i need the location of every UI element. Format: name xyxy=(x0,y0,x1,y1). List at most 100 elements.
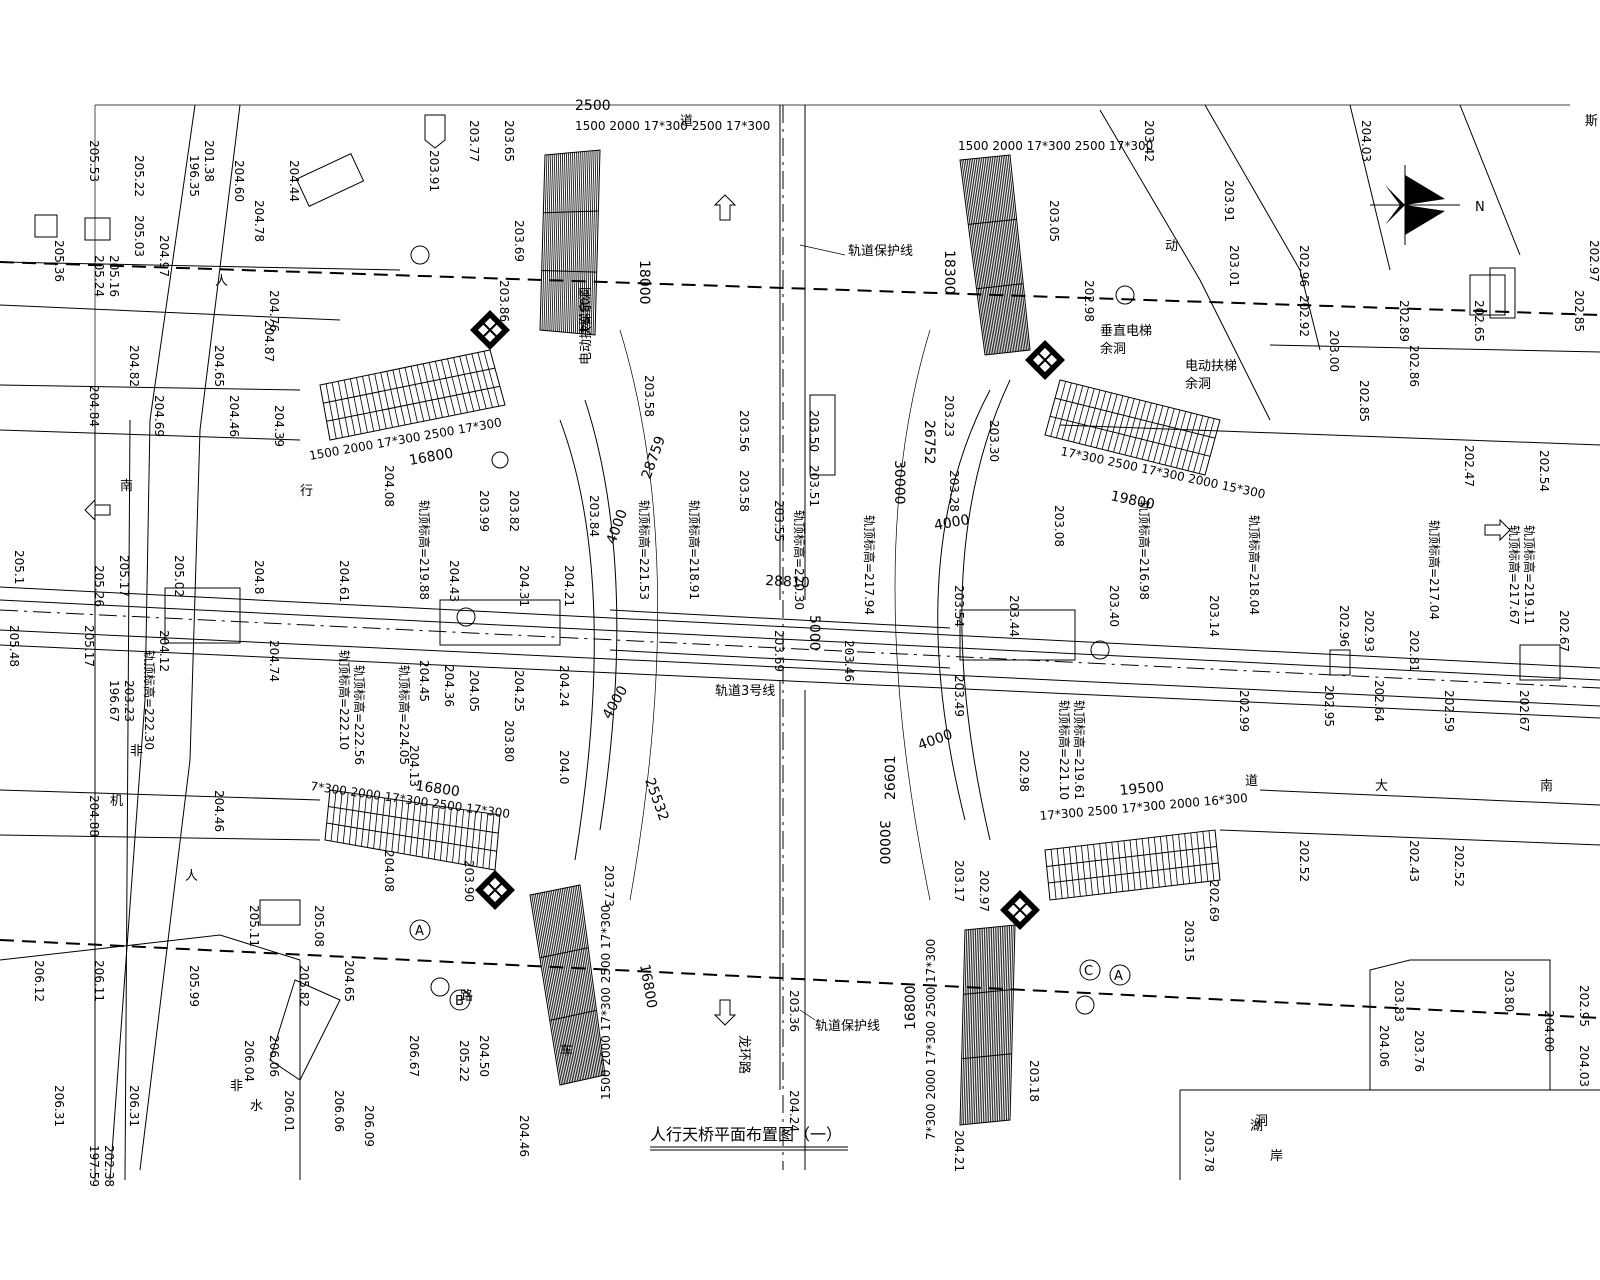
svg-text:201.38: 201.38 xyxy=(202,140,216,182)
escalator-step xyxy=(998,926,1005,1122)
svg-text:204.12: 204.12 xyxy=(157,630,171,672)
escalator-step xyxy=(554,889,583,1081)
escalator-step xyxy=(580,151,587,334)
escalator-step xyxy=(561,153,568,332)
escalator-step xyxy=(1056,848,1063,899)
svg-text:4000: 4000 xyxy=(916,727,955,754)
svg-text:202.99: 202.99 xyxy=(1237,690,1251,732)
escalator-step xyxy=(543,892,574,1083)
escalator-step xyxy=(349,378,362,434)
escalator-step xyxy=(1000,925,1007,1121)
svg-text:202.54: 202.54 xyxy=(1537,450,1551,492)
escalator-step xyxy=(1078,388,1095,444)
svg-text:7*300 2000 17*300 2500 17*300: 7*300 2000 17*300 2500 17*300 xyxy=(924,939,938,1140)
svg-text:203.69: 203.69 xyxy=(772,630,786,672)
svg-text:203.91: 203.91 xyxy=(427,150,441,192)
svg-text:机: 机 xyxy=(110,794,123,809)
svg-text:202.97: 202.97 xyxy=(977,870,991,912)
svg-text:18300: 18300 xyxy=(941,250,957,295)
svg-text:轨顶标高=217.04: 轨顶标高=217.04 xyxy=(1427,520,1442,620)
escalator-step xyxy=(966,929,973,1125)
escalator-step xyxy=(545,154,552,331)
svg-text:203.15: 203.15 xyxy=(1182,920,1196,962)
svg-text:206.31: 206.31 xyxy=(52,1085,66,1127)
escalator-bottom-left-horizontal xyxy=(324,789,501,871)
svg-text:203.08: 203.08 xyxy=(1052,505,1066,547)
svg-text:204.60: 204.60 xyxy=(232,160,246,202)
svg-text:204.13: 204.13 xyxy=(407,745,421,787)
escalator-rail xyxy=(543,210,599,214)
svg-text:204.21: 204.21 xyxy=(952,1130,966,1172)
escalator-step xyxy=(961,159,988,355)
escalator-step xyxy=(1105,842,1112,893)
svg-text:203.58: 203.58 xyxy=(737,470,751,512)
svg-text:16800: 16800 xyxy=(903,985,919,1030)
svg-text:轨顶标高=221.53: 轨顶标高=221.53 xyxy=(637,500,652,600)
svg-text:203.73: 203.73 xyxy=(602,865,616,907)
svg-text:行: 行 xyxy=(300,484,313,499)
escalator-step xyxy=(973,928,980,1124)
svg-text:202.52: 202.52 xyxy=(1452,845,1466,887)
svg-text:人: 人 xyxy=(185,869,198,884)
escalator-step xyxy=(547,154,554,331)
svg-text:206.31: 206.31 xyxy=(127,1085,141,1127)
escalator-step xyxy=(368,374,381,431)
svg-text:204.97: 204.97 xyxy=(157,235,171,277)
svg-text:203.80: 203.80 xyxy=(1502,970,1516,1012)
svg-text:205.53: 205.53 xyxy=(87,140,101,182)
spot-elevations: 203.77 203.65 203.91 203.69 203.86 203.7… xyxy=(7,120,1600,1187)
escalator-step xyxy=(567,152,573,333)
escalator-step xyxy=(963,929,969,1125)
escalator-step xyxy=(1087,844,1093,896)
escalator-step xyxy=(1107,395,1124,451)
svg-text:205.11: 205.11 xyxy=(247,905,261,947)
escalator-step xyxy=(551,153,558,332)
svg-text:205.16: 205.16 xyxy=(107,255,121,297)
escalator-step xyxy=(995,926,1002,1122)
escalator-rail xyxy=(1046,846,1217,867)
escalator-step xyxy=(1129,839,1136,891)
svg-text:203.28: 203.28 xyxy=(947,470,961,512)
escalator-step xyxy=(1002,155,1024,351)
escalator-step xyxy=(1000,155,1023,351)
escalator-step xyxy=(569,152,575,333)
escalator-step xyxy=(977,928,984,1124)
svg-text:206.11: 206.11 xyxy=(92,960,106,1002)
svg-text:196.67: 196.67 xyxy=(107,680,121,722)
svg-text:龙环路: 龙环路 xyxy=(736,1035,752,1074)
escalator-step xyxy=(342,792,349,844)
svg-text:203.55: 203.55 xyxy=(772,500,786,542)
escalator-step xyxy=(991,926,998,1122)
escalator-step xyxy=(1006,155,1028,351)
svg-text:205.26: 205.26 xyxy=(92,565,106,607)
escalator-step xyxy=(1006,925,1012,1121)
svg-text:204.82: 204.82 xyxy=(127,345,141,387)
svg-text:203.77: 203.77 xyxy=(467,120,481,162)
svg-text:206.06: 206.06 xyxy=(332,1090,346,1132)
svg-text:轨顶标高=222.10: 轨顶标高=222.10 xyxy=(337,650,352,750)
svg-text:204.00: 204.00 xyxy=(1542,1010,1556,1052)
escalator-step xyxy=(447,358,462,414)
svg-text:205.22: 205.22 xyxy=(457,1040,471,1082)
escalator-reserve-left: 电动扶梯余洞 xyxy=(578,287,594,365)
elevator-symbol-tl xyxy=(470,310,510,350)
svg-text:4000: 4000 xyxy=(604,507,631,546)
svg-text:203.46: 203.46 xyxy=(842,640,856,682)
escalator-step xyxy=(1093,844,1099,895)
escalator-step xyxy=(588,150,595,335)
svg-text:16800: 16800 xyxy=(408,445,455,468)
svg-text:203.84: 203.84 xyxy=(587,495,601,537)
escalator-step xyxy=(582,151,589,334)
svg-text:16800: 16800 xyxy=(414,778,460,800)
escalator-step xyxy=(1141,838,1148,889)
escalator-step xyxy=(540,892,571,1083)
escalator-rail xyxy=(1049,415,1211,457)
escalator-step xyxy=(1193,417,1209,473)
escalator-step xyxy=(1004,925,1011,1121)
svg-text:204.24: 204.24 xyxy=(787,1090,801,1132)
escalator-rail xyxy=(1048,862,1219,884)
escalator-step xyxy=(380,372,393,428)
svg-text:204.25: 204.25 xyxy=(512,670,526,712)
escalator-step xyxy=(1124,399,1141,456)
svg-text:206.04: 206.04 xyxy=(242,1040,256,1082)
